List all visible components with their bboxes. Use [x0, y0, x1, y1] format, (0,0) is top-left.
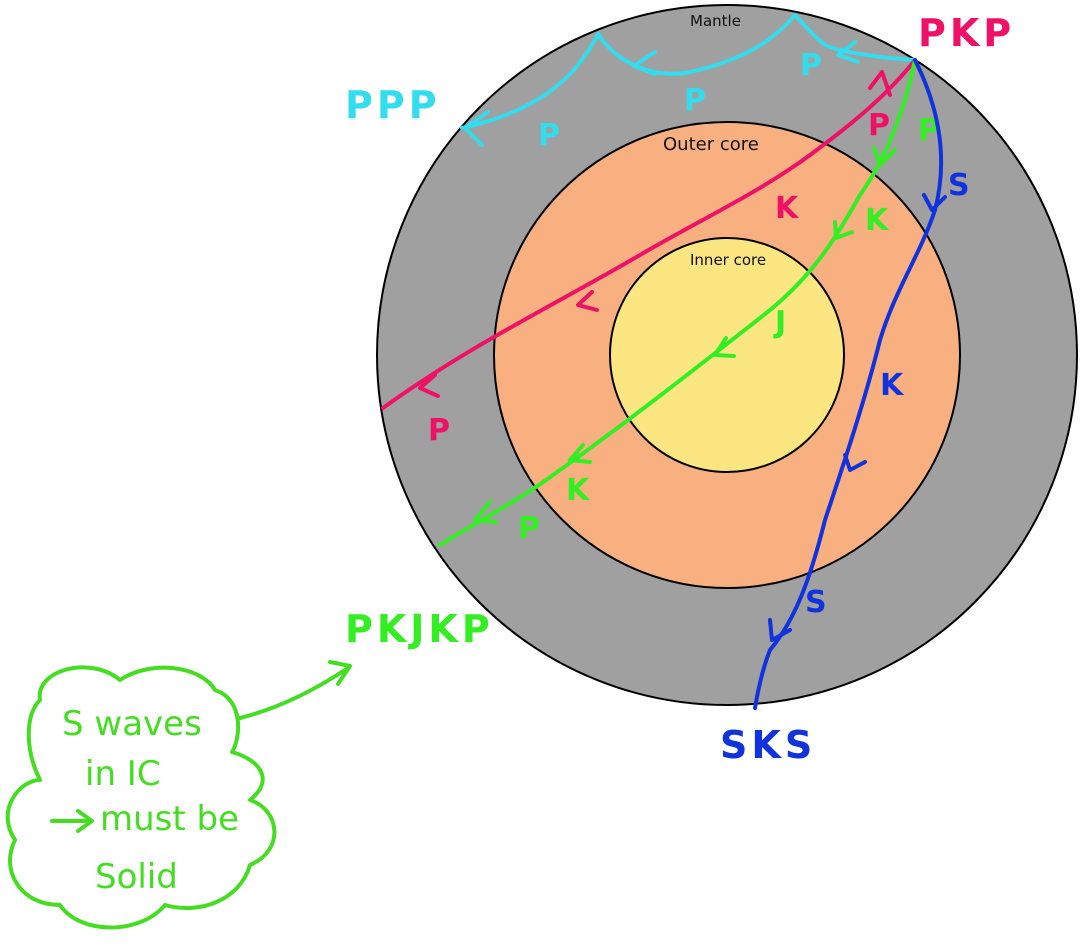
ppp-phase-label: PPP — [345, 83, 441, 127]
sks-raypath — [753, 58, 947, 710]
pkp-segment-labels: P K P — [428, 108, 890, 448]
pkikp-seg-p-2: P — [518, 511, 540, 546]
note-arrowhead — [328, 660, 352, 686]
note-cloud: S waves in IC must be Solid — [5, 660, 352, 930]
sks-seg-s-1: S — [948, 168, 970, 203]
pkikp-seg-p-1: P — [918, 113, 940, 148]
note-line-1: S waves — [62, 704, 202, 744]
ppp-seg-1: P — [800, 48, 822, 83]
pkikp-seg-k-2: K — [566, 473, 591, 508]
ppp-seg-2: P — [684, 83, 706, 118]
pkikp-phase-label: PKJKP — [345, 607, 494, 651]
pkikp-seg-k-1: K — [865, 203, 890, 238]
pkp-raypath — [381, 58, 917, 410]
pkp-seg-p-1: P — [868, 108, 890, 143]
sks-seg-s-2: S — [805, 585, 827, 620]
note-line-4: Solid — [95, 857, 178, 897]
pkikp-segment-labels: P K J K P — [518, 113, 940, 546]
ppp-raypath — [460, 13, 917, 147]
note-bullet-arrow — [50, 809, 94, 833]
note-line-2: in IC — [85, 754, 161, 794]
sks-seg-k: K — [880, 368, 905, 403]
inner-core-label: Inner core — [690, 251, 766, 269]
ppp-seg-3: P — [538, 118, 560, 153]
outer-core-label: Outer core — [663, 134, 759, 155]
pkp-seg-k: K — [775, 191, 800, 226]
pkp-seg-p-2: P — [428, 413, 450, 448]
pkikp-raypath — [438, 58, 917, 547]
note-cloud-outline — [5, 665, 277, 930]
pkikp-seg-j: J — [773, 305, 786, 340]
ppp-segment-labels: P P P — [538, 48, 822, 153]
pkp-phase-label: PKP — [918, 11, 1015, 55]
mantle-label: Mantle — [690, 12, 741, 30]
sks-segment-labels: S K S — [805, 168, 970, 620]
sks-phase-label: SKS — [720, 723, 816, 767]
note-arrow — [238, 666, 350, 720]
note-line-3: must be — [100, 799, 239, 839]
